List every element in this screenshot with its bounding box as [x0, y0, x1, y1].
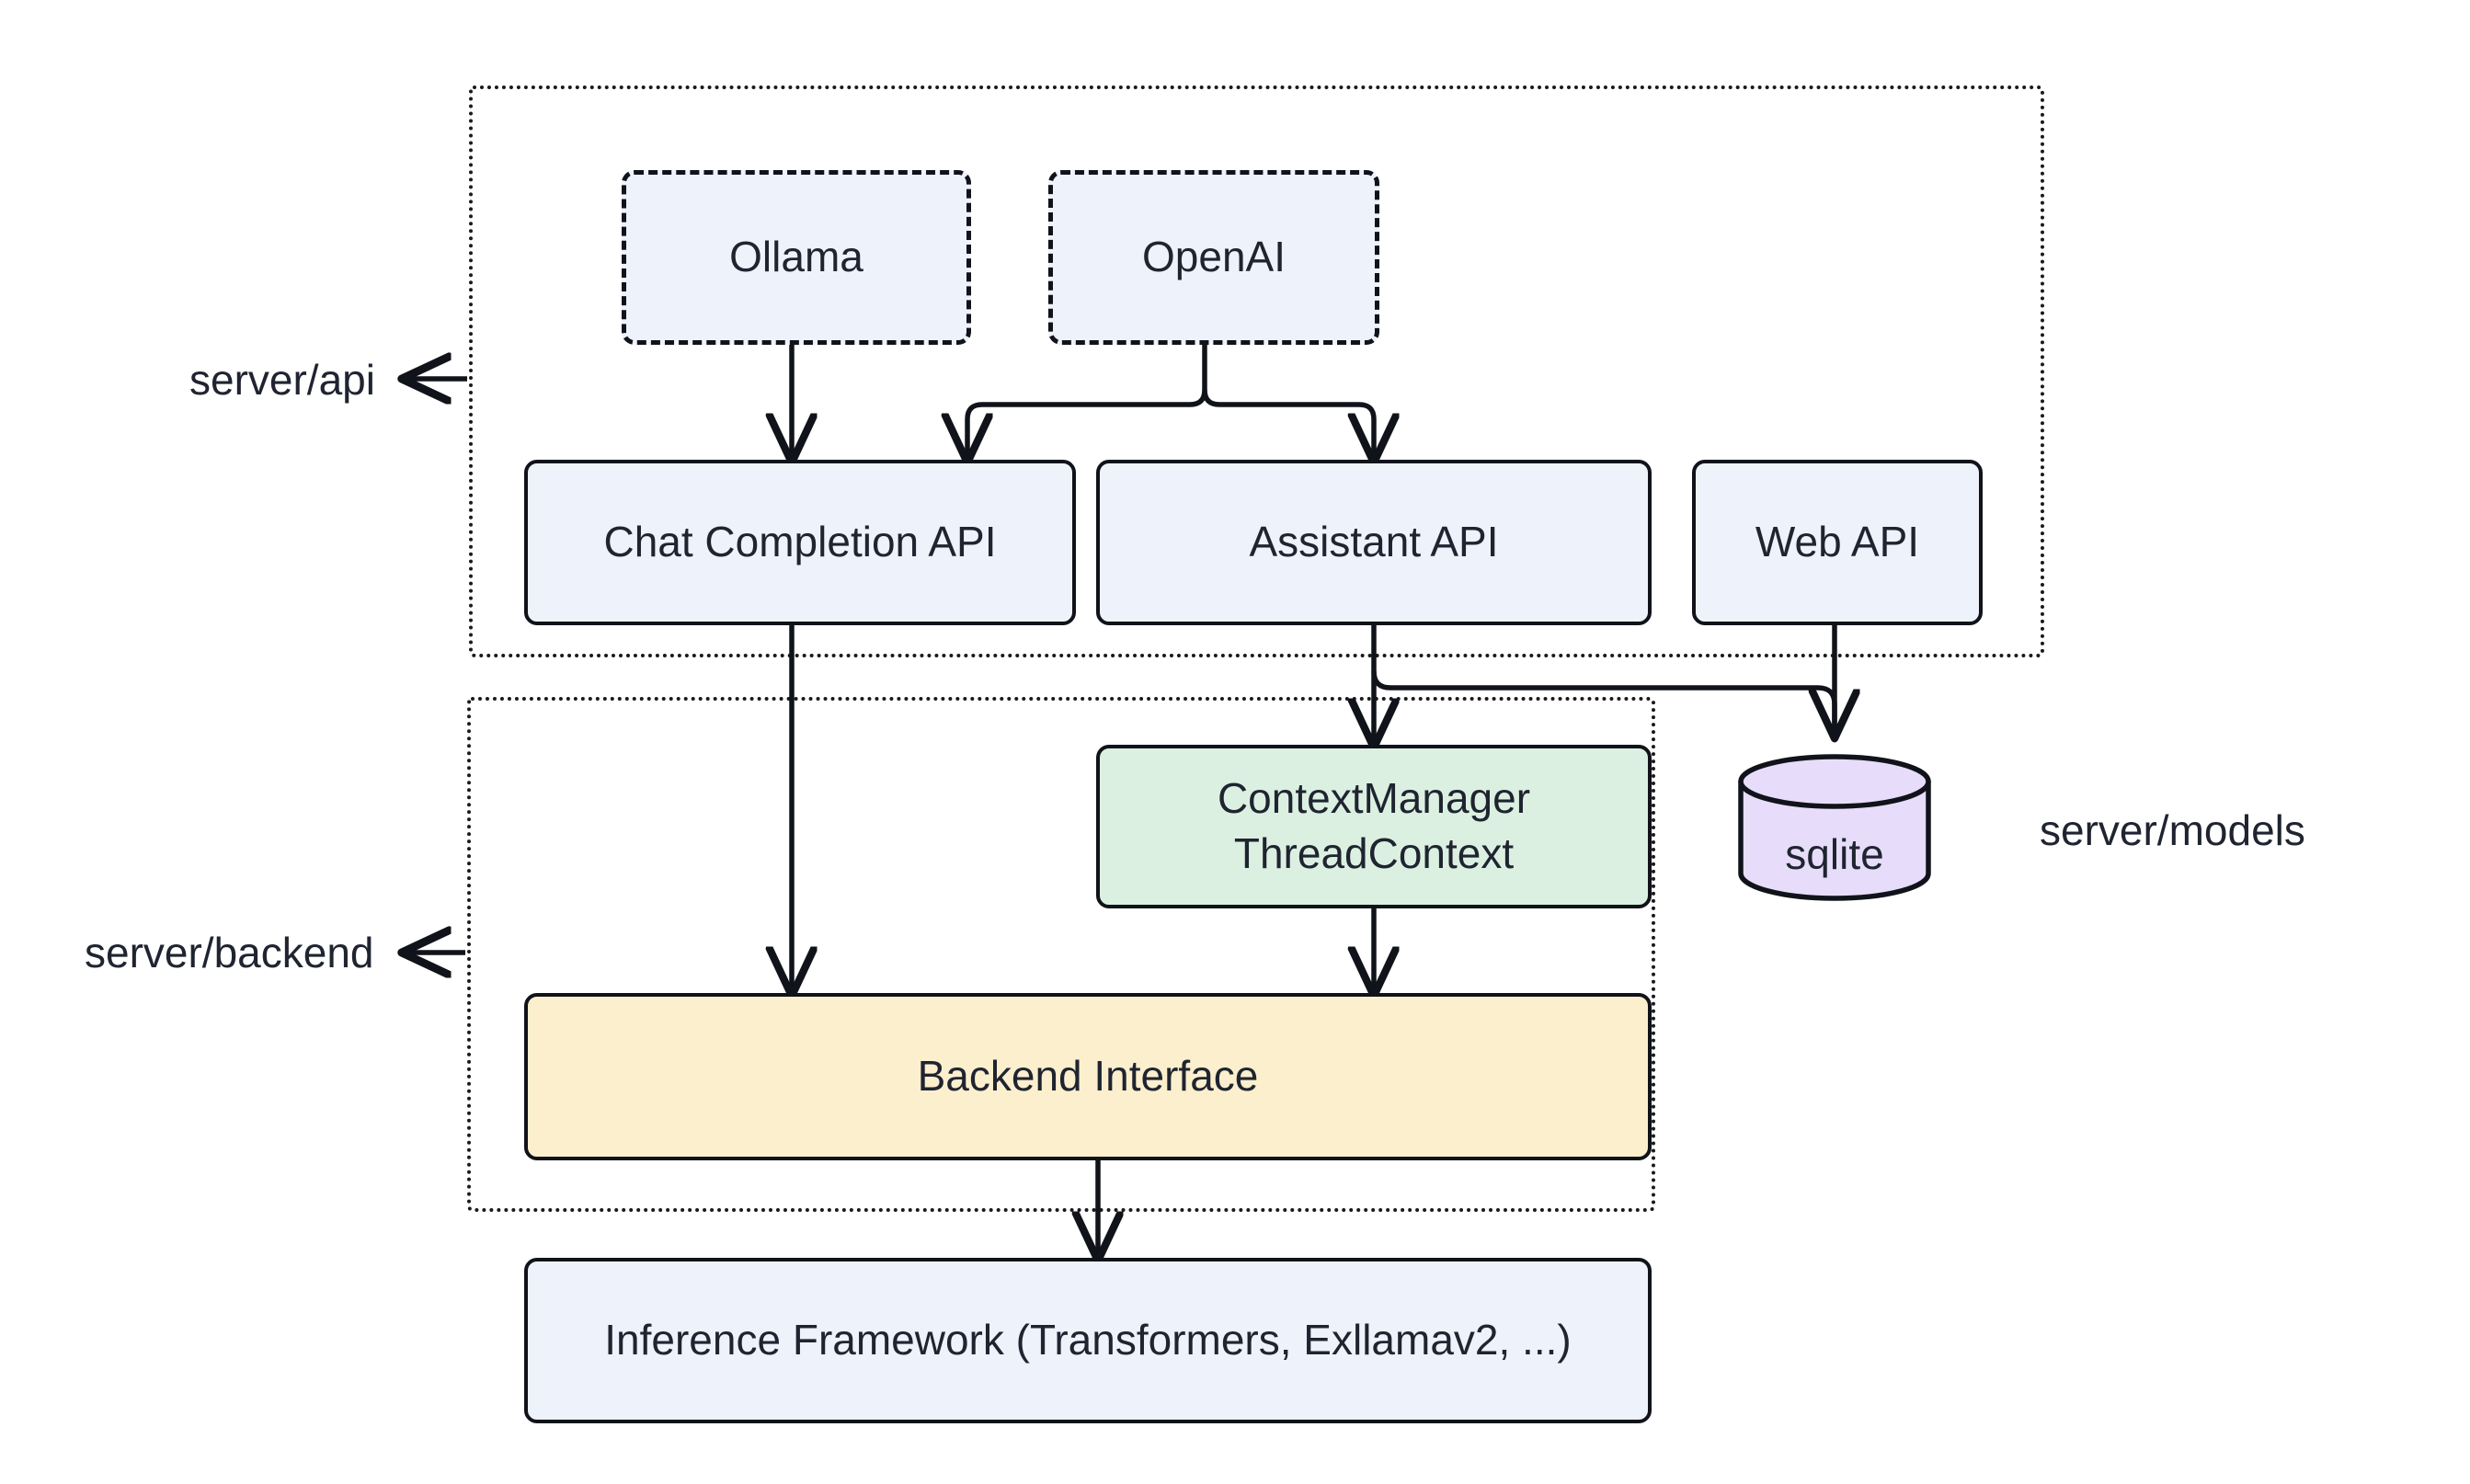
side-label-server-models: server/models: [2040, 809, 2305, 851]
node-chat-completion-api[interactable]: Chat Completion API: [524, 460, 1076, 625]
group-server-backend: [467, 697, 1655, 1212]
node-assistant-api[interactable]: Assistant API: [1096, 460, 1652, 625]
node-ollama-label: Ollama: [729, 233, 863, 281]
node-context-manager-label-line2: ThreadContext: [1233, 829, 1515, 877]
node-sqlite-label: sqlite: [1785, 830, 1884, 878]
group-server-api: [469, 86, 2044, 657]
node-inference-framework[interactable]: Inference Framework (Transformers, Exlla…: [524, 1258, 1652, 1423]
node-web-api-label: Web API: [1755, 518, 1920, 566]
side-label-server-api-text: server/api: [189, 356, 375, 404]
node-web-api[interactable]: Web API: [1692, 460, 1983, 625]
side-label-server-models-text: server/models: [2040, 806, 2305, 854]
side-label-server-backend-text: server/backend: [85, 929, 374, 976]
node-backend-interface-label: Backend Interface: [917, 1052, 1259, 1101]
node-openai[interactable]: OpenAI: [1048, 170, 1379, 345]
node-openai-label: OpenAI: [1142, 233, 1286, 281]
node-inference-framework-label: Inference Framework (Transformers, Exlla…: [604, 1316, 1572, 1364]
side-label-server-backend: server/backend: [85, 931, 374, 974]
node-context-manager-label-line1: ContextManager: [1217, 774, 1531, 823]
node-sqlite[interactable]: sqlite: [1736, 754, 1933, 901]
node-assistant-api-label: Assistant API: [1249, 518, 1499, 566]
node-ollama[interactable]: Ollama: [622, 170, 971, 345]
node-context-manager[interactable]: ContextManager ThreadContext: [1096, 745, 1652, 908]
node-chat-completion-api-label: Chat Completion API: [603, 518, 997, 566]
side-label-server-api: server/api: [189, 359, 375, 401]
sqlite-cylinder-shape: [1738, 754, 1931, 901]
node-backend-interface[interactable]: Backend Interface: [524, 993, 1652, 1160]
